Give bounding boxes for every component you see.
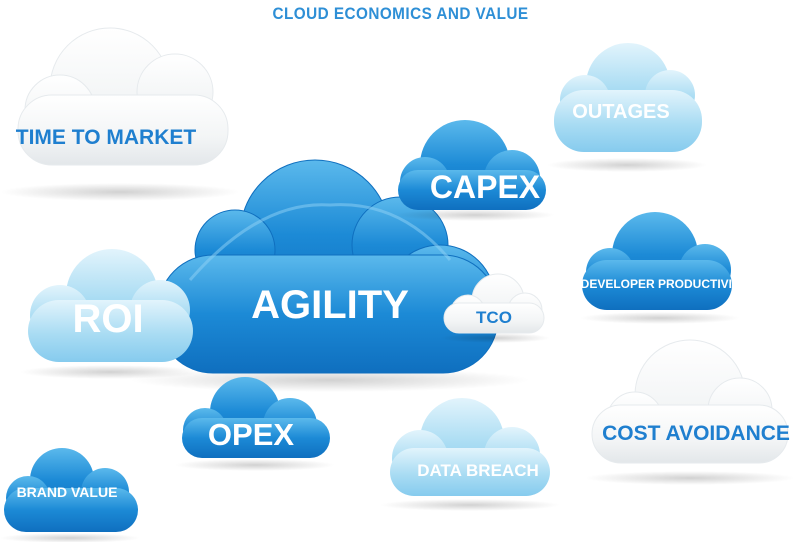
cloud-data-breach: DATA BREACH: [380, 398, 560, 511]
cloud-agility: AGILITY: [130, 159, 530, 392]
diagram-title: CLOUD ECONOMICS AND VALUE: [272, 4, 529, 23]
cloud-outages: OUTAGES: [547, 43, 707, 172]
cloud-capex: CAPEX: [395, 120, 555, 221]
cloud-brand-value: BRAND VALUE: [0, 448, 140, 542]
label-outages: OUTAGES: [572, 101, 669, 123]
cloud-opex: OPEX: [175, 377, 335, 471]
label-roi: ROI: [72, 297, 143, 341]
cloud-cost-avoidance: COST AVOIDANCE: [585, 339, 795, 485]
cloud-time-to-market: TIME TO MARKET: [0, 27, 240, 201]
label-developer-productivity: DEVELOPER PRODUCTIVITY: [581, 277, 748, 291]
label-cost-avoidance: COST AVOIDANCE: [602, 422, 790, 445]
label-brand-value: BRAND VALUE: [17, 484, 118, 500]
cloud-roi: ROI: [20, 249, 200, 379]
cloud-tco: TCO: [440, 273, 550, 343]
cloud-developer-productivity: DEVELOPER PRODUCTIVITY: [580, 212, 747, 324]
label-time-to-market: TIME TO MARKET: [16, 126, 197, 149]
label-agility: AGILITY: [251, 283, 409, 327]
label-opex: OPEX: [208, 417, 294, 452]
label-capex: CAPEX: [430, 169, 541, 205]
label-data-breach: DATA BREACH: [417, 461, 539, 480]
label-tco: TCO: [476, 308, 512, 327]
